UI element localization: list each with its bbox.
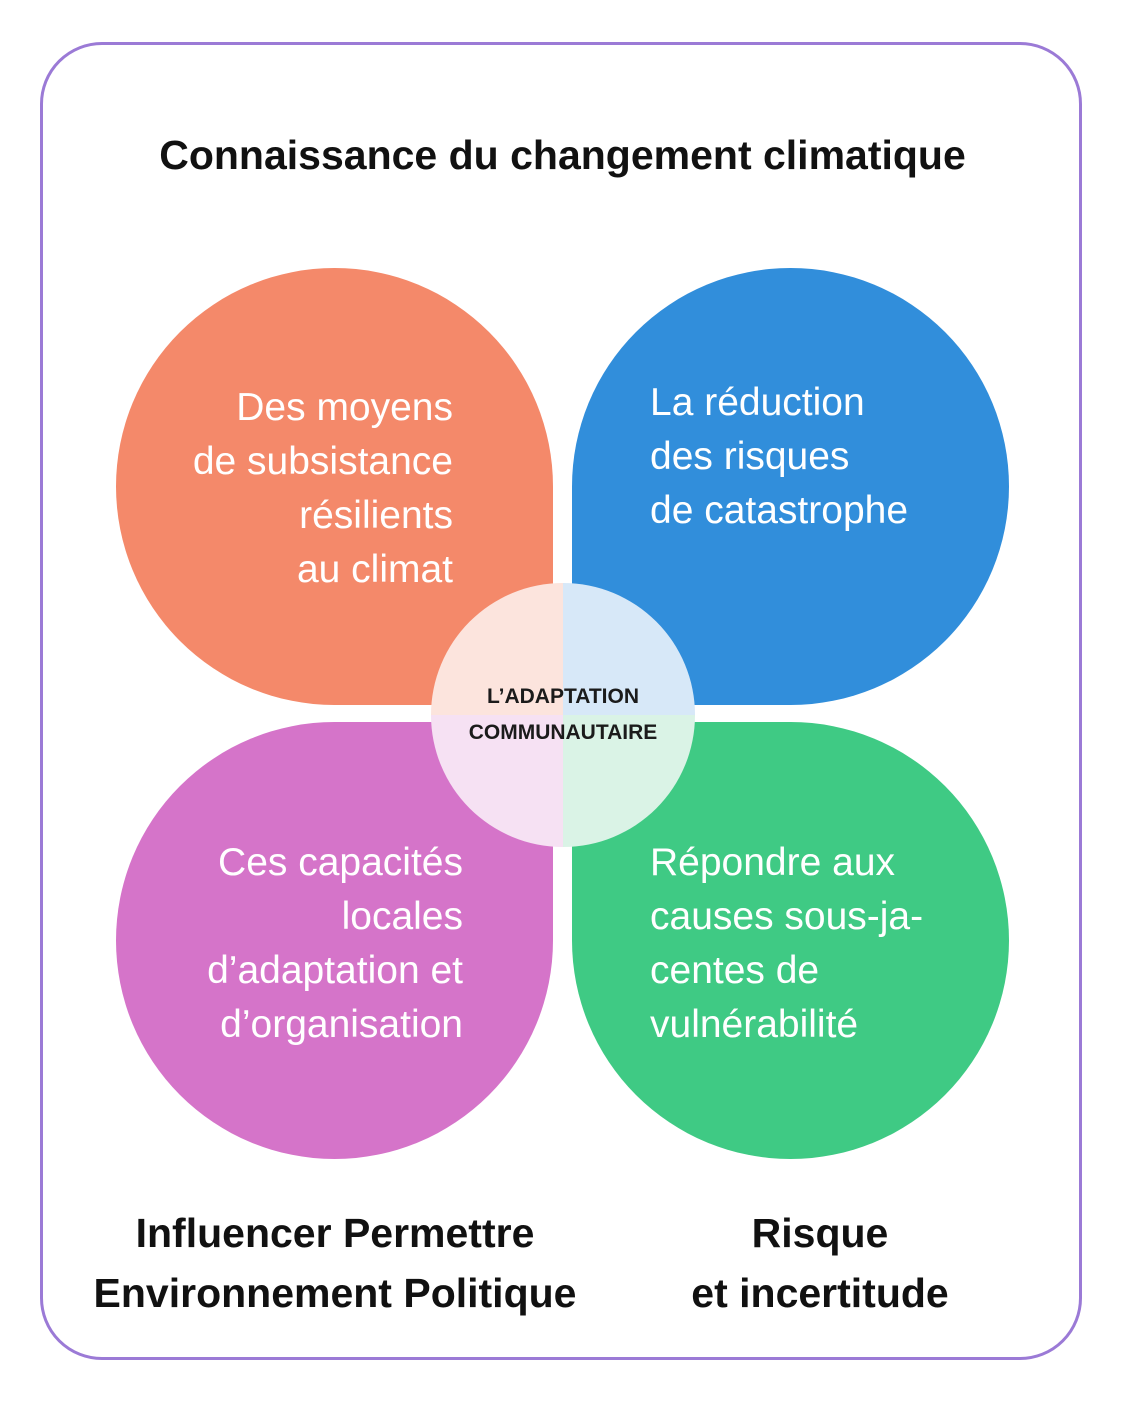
petal-local-capacities-text: Ces capacités locales d’adaptation et d’… [207, 841, 463, 1046]
center-quadrant-bottom-right [563, 715, 695, 847]
bottom-left-label-line-1: Influencer Permettre [135, 1210, 535, 1256]
center-quadrant-top-left [431, 583, 563, 715]
bottom-left-label: Influencer Permettre Environnement Polit… [60, 1203, 610, 1323]
bottom-right-label-line-1: Risque [751, 1210, 889, 1256]
petal-livelihoods-text: Des moyens de subsistance résilients au … [192, 386, 453, 591]
petal-underlying-causes: Répondre aux causes sous-ja- centes de v… [572, 722, 1009, 1159]
center-label-line-2: COMMUNAUTAIRE [468, 721, 658, 744]
center-quadrant-bottom-left [431, 715, 563, 847]
center-circle: L’ADAPTATION COMMUNAUTAIRE [431, 583, 695, 847]
bottom-right-label-line-2: et incertitude [691, 1270, 949, 1316]
center-quadrant-top-right [563, 583, 695, 715]
center-label-line-1: L’ADAPTATION [486, 685, 640, 708]
center-label: L’ADAPTATION COMMUNAUTAIRE [431, 679, 695, 751]
bottom-right-label: Risque et incertitude [620, 1203, 1020, 1323]
diagram-title: Connaissance du changement climatique [159, 132, 966, 178]
petal-underlying-causes-text: Répondre aux causes sous-ja- centes de v… [650, 841, 924, 1046]
petal-disaster-risk-reduction-text: La réduction des risques de catastrophe [650, 381, 909, 532]
bottom-left-label-line-2: Environnement Politique [93, 1270, 577, 1316]
diagram-frame [40, 42, 1082, 1360]
